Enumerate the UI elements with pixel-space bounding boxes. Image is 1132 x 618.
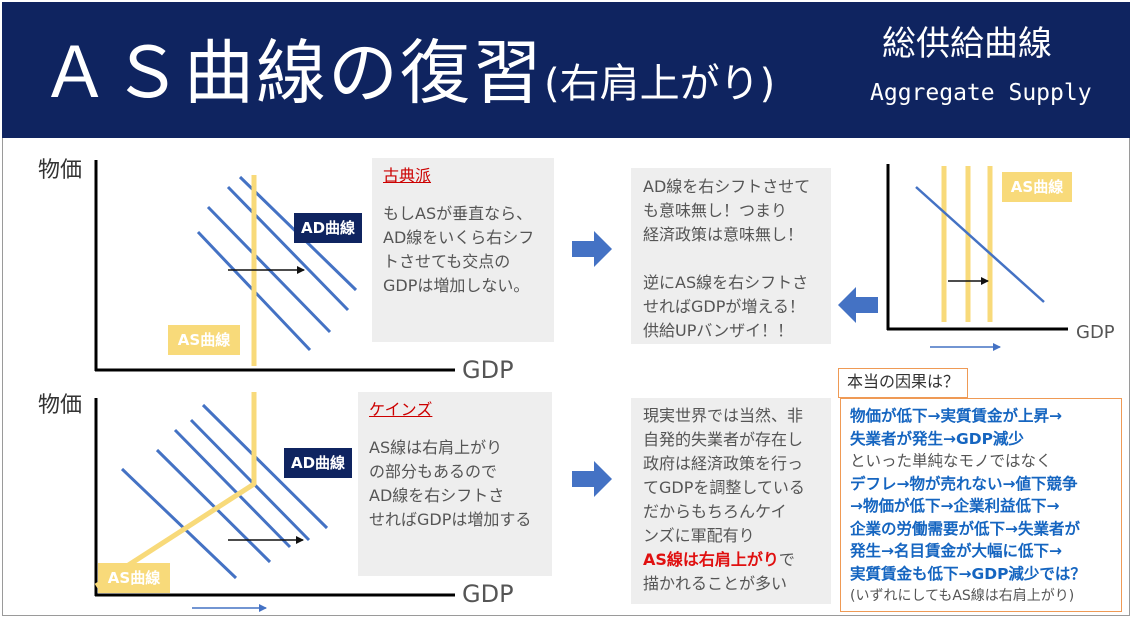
causality-question: 本当の因果は？ xyxy=(838,368,969,398)
top-left-y-axis-label: 物価 xyxy=(38,158,83,183)
note-line: せればGDPは増加する xyxy=(369,510,532,529)
content-frame xyxy=(2,138,1130,616)
causality-line: 企業の労働需要が低下→失業者が xyxy=(850,519,1080,538)
top-right-ad-curve xyxy=(915,186,1045,303)
note-line: てGDPを調整している xyxy=(643,478,805,497)
note-line: AD線を右シフトさせて xyxy=(643,177,811,196)
top-left-as-tag: AS曲線 xyxy=(168,325,240,355)
note-line: AD線を右シフトさ xyxy=(369,486,505,505)
note-text: で xyxy=(778,550,795,569)
causality-line: (いずれにしてもAS線は右肩上がり) xyxy=(850,588,1075,604)
note-line: 逆にAS線を右シフトさ xyxy=(643,273,809,292)
top-right-axes xyxy=(886,164,1068,331)
bottom-left-y-axis-label: 物価 xyxy=(38,393,83,418)
emphasis-line: AS線は右肩上がりで xyxy=(643,548,831,572)
block-arrow-icon xyxy=(572,461,612,497)
note-line: GDPは増加しない。 xyxy=(383,276,530,295)
bottom-left-x-axis-label: GDP xyxy=(462,580,514,608)
note-line: の部分もあるので xyxy=(369,462,498,481)
note-line: AD線をいくら右シフ xyxy=(383,228,535,247)
reality-note: 現実世界では当然、非 自発的失業者が存在し 政府は経済政策を行っ てGDPを調整… xyxy=(631,398,831,604)
causality-line: 物価が低下→実質賃金が上昇→ xyxy=(850,407,1062,425)
title-banner: ＡＳ曲線の復習(右肩上がり) 総供給曲線 Aggregate Supply xyxy=(2,2,1130,138)
top-left-axes xyxy=(94,160,455,372)
bottom-left-as-tag: AS曲線 xyxy=(98,563,170,593)
top-right-as-curves xyxy=(941,166,993,322)
keynes-note: ケインズ AS線は右肩上がり の部分もあるので AD線を右シフトさ せればGDP… xyxy=(358,392,552,576)
causality-line: 実質賃金も低下→GDP減少では？ xyxy=(850,564,1086,583)
top-left-ad-tag: AD曲線 xyxy=(294,213,362,243)
bottom-left-ad-curves xyxy=(120,403,329,580)
emphasis-text: AS線は右肩上がり xyxy=(643,550,779,569)
note-line: だからもちろんケイ xyxy=(643,502,787,521)
block-arrow-icon xyxy=(838,287,878,323)
classical-note: 古典派 もしASが垂直なら、 AD線をいくら右シフ トさせても交点の GDPは増… xyxy=(372,158,554,342)
keynes-heading: ケインズ xyxy=(369,400,433,419)
causality-line: 失業者が発生→GDP減少 xyxy=(850,429,1024,448)
note-line: 供給UPバンザイ！！ xyxy=(643,321,794,340)
bottom-left-as-curve xyxy=(94,392,257,589)
causality-line: 発生→名目賃金が大幅に低下→ xyxy=(850,542,1062,560)
top-left-x-axis-label: GDP xyxy=(462,356,514,384)
title-main: ＡＳ曲線の復習 xyxy=(40,32,544,114)
note-line: 政府は経済政策を行っ xyxy=(643,454,804,473)
causality-box: 物価が低下→実質賃金が上昇→ 失業者が発生→GDP減少 といった単純なモノではな… xyxy=(840,398,1122,612)
note-line: ンズに軍配有り xyxy=(643,526,755,545)
spacer xyxy=(643,247,831,271)
classical-heading: 古典派 xyxy=(383,166,432,185)
note-line: 現実世界では当然、非 xyxy=(643,406,804,425)
causality-line: →物価が低下→企業利益低下→ xyxy=(850,497,1060,515)
note-line: せればGDPが増える！ xyxy=(643,297,805,316)
subtitle-japanese: 総供給曲線 xyxy=(882,24,1052,64)
block-arrow-icon xyxy=(572,231,612,267)
note-line: AS線は右肩上がり xyxy=(369,438,503,457)
causality-line: といった単純なモノではなく xyxy=(850,452,1052,470)
bottom-left-axes xyxy=(94,398,455,597)
note-line: 自発的失業者が存在し xyxy=(643,430,804,449)
note-line: 経済政策は意味無し！ xyxy=(643,225,804,244)
bottom-left-ad-tag: AD曲線 xyxy=(284,448,352,478)
top-right-x-axis-label: GDP xyxy=(1076,322,1115,343)
note-line: 描かれることが多い xyxy=(643,574,788,593)
top-right-as-tag: AS曲線 xyxy=(1002,172,1072,202)
policy-note: AD線を右シフトさせて も意味無し！つまり 経済政策は意味無し！ 逆にAS線を右… xyxy=(631,168,831,344)
causality-line: デフレ→物が売れない→値下競争 xyxy=(850,474,1078,493)
note-line: も意味無し！つまり xyxy=(643,201,788,220)
note-line: トさせても交点の xyxy=(383,252,511,271)
title-suffix: (右肩上がり) xyxy=(544,61,776,107)
page-title: ＡＳ曲線の復習(右肩上がり) xyxy=(40,28,775,129)
note-line: もしASが垂直なら、 xyxy=(383,204,533,223)
subtitle-english: Aggregate Supply xyxy=(870,80,1092,106)
